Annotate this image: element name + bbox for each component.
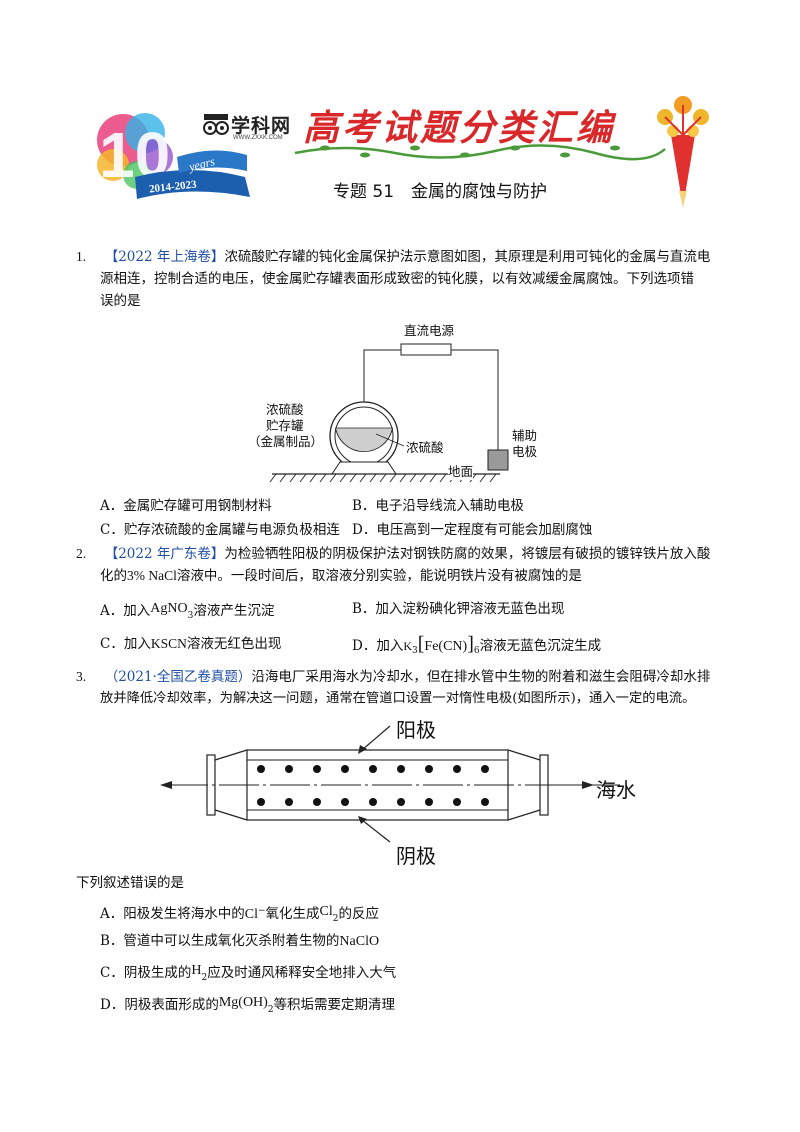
chem-formula: AgNO bbox=[150, 601, 188, 616]
question-2: 2. 【2022 年广东卷】为检验牺牲阳极的阴极保护法对钢铁防腐的效果，将镀层有… bbox=[76, 543, 736, 587]
chem-subscript: 2 bbox=[201, 973, 208, 983]
chem-formula: H bbox=[191, 963, 202, 978]
label-seawater: 海水 bbox=[596, 778, 636, 802]
label-aux-1: 辅助 bbox=[512, 428, 538, 443]
bracket-right-icon: ] bbox=[467, 633, 474, 655]
label-power: 直流电源 bbox=[404, 323, 455, 338]
option-d[interactable]: D．加入K3[Fe(CN)]6溶液无蓝色沉淀生成 bbox=[352, 633, 601, 662]
stem-line: 误的是 bbox=[100, 293, 141, 309]
option-a[interactable]: A．阳极发生将海水中的Cl−氧化生成Cl2的反应 bbox=[100, 900, 379, 930]
owl-logo-icon bbox=[203, 114, 229, 135]
chem-formula: NaClO bbox=[339, 934, 380, 949]
option-text: A．阳极发生将海水中的 bbox=[100, 906, 245, 922]
label-tank-1: 浓硫酸 bbox=[266, 402, 304, 417]
stem-line: 沿海电厂采用海水为冷却水，但在排水管中生物的附着和滋生会阻碍冷却水排 bbox=[251, 669, 711, 685]
option-d[interactable]: D．阴极表面形成的Mg(OH)2等积垢需要定期清理 bbox=[100, 992, 395, 1021]
option-text: 的反应 bbox=[338, 906, 380, 922]
chem-subscript: 2 bbox=[267, 1005, 274, 1015]
tank-circuit-diagram bbox=[269, 343, 509, 483]
option-text: 溶液产生沉淀 bbox=[193, 603, 275, 619]
chem-formula: KSCN bbox=[150, 636, 187, 651]
chem-formula: Mg(OH) bbox=[218, 995, 268, 1010]
option-b[interactable]: B．加入淀粉碘化钾溶液无蓝色出现 bbox=[352, 601, 565, 617]
option-a[interactable]: A．加入AgNO3溶液产生沉淀 bbox=[100, 598, 274, 627]
badge-10-years-icon: 10 bbox=[97, 96, 709, 207]
option-text: 溶液无蓝色沉淀生成 bbox=[479, 638, 602, 654]
pipe-electrode-diagram bbox=[160, 725, 620, 843]
label-ground: 地面 bbox=[448, 464, 474, 480]
option-c[interactable]: C．贮存浓硫酸的金属罐与电源负极相连 bbox=[100, 522, 340, 538]
chem-formula: Cl bbox=[244, 907, 258, 922]
question-number: 2. bbox=[76, 546, 87, 561]
option-a[interactable]: A．金属贮存罐可用钢制材料 bbox=[100, 498, 272, 514]
question-source: （2021·全国乙卷真题） bbox=[104, 669, 252, 685]
option-text: 应及时通风稀释安全地排入大气 bbox=[207, 965, 397, 981]
question-number: 1. bbox=[76, 249, 87, 264]
figure-tank-diagram: 直流电源 浓硫酸 贮存罐 （金属制品） 浓硫酸 辅助 电极 地面 bbox=[236, 322, 556, 483]
question-3: 3. （2021·全国乙卷真题）沿海电厂采用海水为冷却水，但在排水管中生物的附着… bbox=[76, 666, 756, 710]
stem-line: 放并降低冷却效率，为解决这一问题，通常在管道口设置一对惰性电极(如图所示)，通入… bbox=[100, 691, 696, 706]
question-1: 1. 【2022 年上海卷】浓硫酸贮存罐的钝化金属保护法示意图如图，其原理是利用… bbox=[76, 246, 736, 312]
stem-text: 溶液中。一段时间后，取溶液分别实验，能说明铁片没有被腐蚀的是 bbox=[176, 568, 582, 584]
label-aux-2: 电极 bbox=[512, 444, 538, 459]
chem-formula: Cl bbox=[319, 904, 333, 919]
option-b[interactable]: B．电子沿导线流入辅助电极 bbox=[352, 498, 524, 514]
label-tank-2: 贮存罐 bbox=[266, 418, 304, 433]
chem-formula: K bbox=[403, 639, 412, 653]
option-text: A．加入 bbox=[100, 603, 151, 619]
label-tank-3: （金属制品） bbox=[248, 434, 324, 449]
option-text: 氧化生成 bbox=[265, 906, 320, 922]
option-text: D．阴极表面形成的 bbox=[100, 997, 219, 1013]
chem-formula: 3% NaCl bbox=[127, 568, 177, 583]
stem-line: 为检验牺牲阳极的阴极保护法对钢铁防腐的效果，将镀层有破损的镀锌铁片放入酸 bbox=[224, 546, 711, 562]
chem-formula: Fe(CN) bbox=[424, 639, 468, 654]
chem-superscript: − bbox=[257, 906, 266, 916]
question-source: 【2022 年广东卷】 bbox=[104, 546, 225, 562]
option-d[interactable]: D．电压高到一定程度有可能会加剧腐蚀 bbox=[352, 522, 593, 538]
question-source: 【2022 年上海卷】 bbox=[104, 249, 225, 265]
option-c[interactable]: C．阴极生成的H2应及时通风稀释安全地排入大气 bbox=[100, 960, 396, 989]
option-text: 溶液无红色出现 bbox=[186, 636, 282, 652]
power-source-icon bbox=[400, 343, 452, 356]
banner-title: 高考试题分类汇编 bbox=[303, 107, 616, 149]
question-number: 3. bbox=[76, 669, 87, 684]
header-banner: 10 years 2014-2 bbox=[85, 95, 735, 210]
option-text: 等积垢需要定期清理 bbox=[273, 997, 396, 1013]
option-text: B．管道中可以生成氧化灭杀附着生物的 bbox=[100, 933, 340, 949]
bracket-left-icon: [ bbox=[417, 633, 425, 655]
option-b[interactable]: B．管道中可以生成氧化灭杀附着生物的NaClO bbox=[100, 930, 379, 953]
chem-subscript: 2 bbox=[332, 914, 339, 924]
label-anode: 阳极 bbox=[396, 718, 436, 742]
question-lead: 下列叙述错误的是 bbox=[76, 875, 184, 891]
stem-line: 源相连，控制合适的电压，使金属贮存罐表面形成致密的钝化膜，以有效减缓金属腐蚀。下… bbox=[100, 271, 694, 287]
figure-pipe-diagram: 阳极 阴极 海水 bbox=[150, 712, 650, 872]
logo-text: 学科网 bbox=[231, 115, 292, 137]
logo: 学科网 WWW.ZXXK.COM bbox=[203, 105, 303, 145]
option-text: C．阴极生成的 bbox=[100, 965, 192, 981]
option-c[interactable]: C．加入KSCN溶液无红色出现 bbox=[100, 633, 281, 655]
stem-line: 浓硫酸贮存罐的钝化金属保护法示意图如图，其原理是利用可钝化的金属与直流电 bbox=[224, 249, 711, 265]
option-text: D．加入 bbox=[352, 638, 404, 654]
label-acid: 浓硫酸 bbox=[406, 440, 444, 455]
chem-subscript: 3 bbox=[187, 611, 194, 621]
aux-electrode-icon bbox=[487, 449, 509, 471]
chem-subscript: 6 bbox=[473, 646, 480, 656]
topic-title: 专题 51 金属的腐蚀与防护 bbox=[333, 182, 548, 202]
label-cathode: 阴极 bbox=[396, 844, 436, 868]
chem-subscript: 3 bbox=[412, 646, 418, 656]
option-text: C．加入 bbox=[100, 636, 151, 652]
logo-url: WWW.ZXXK.COM bbox=[233, 135, 283, 141]
stem-text: 化的 bbox=[100, 568, 127, 584]
